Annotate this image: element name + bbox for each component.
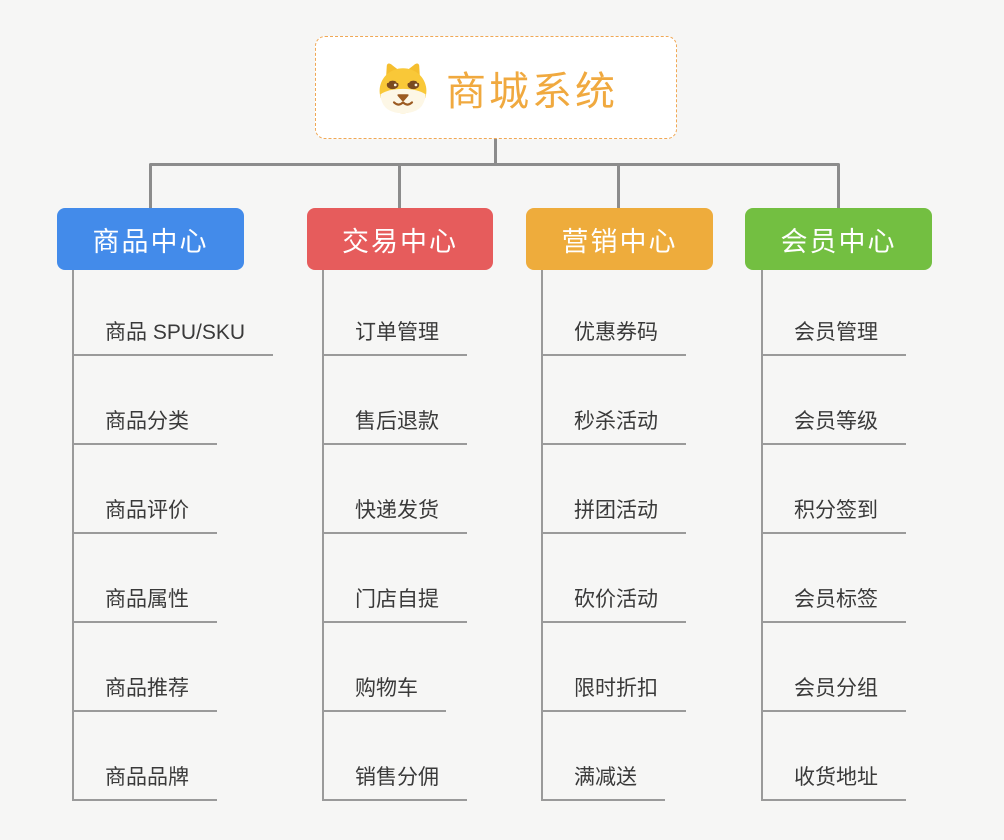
branch-label: 商品中心	[92, 226, 209, 257]
sub-topic[interactable]: 会员等级	[761, 403, 906, 445]
branch-label: 交易中心	[342, 226, 458, 257]
branch-children-marketing: 优惠券码 秒杀活动 拼团活动 砍价活动 限时折扣 满减送	[541, 270, 803, 805]
sub-topic[interactable]: 销售分佣	[322, 759, 467, 801]
branch-box-trade-center[interactable]: 交易中心	[307, 208, 493, 270]
sub-topic[interactable]: 会员管理	[761, 314, 906, 356]
connector-root-stub	[494, 139, 497, 166]
sub-topic[interactable]: 砍价活动	[541, 581, 686, 623]
connector-drop-trade	[398, 164, 401, 209]
connector-drop-product	[149, 164, 152, 209]
sub-topic[interactable]: 会员分组	[761, 670, 906, 712]
branch-spine-line	[72, 270, 74, 801]
sub-topic[interactable]: 商品推荐	[72, 670, 217, 712]
connector-drop-member	[837, 164, 840, 209]
sub-topic[interactable]: 快递发货	[322, 492, 467, 534]
branch-children-product: 商品 SPU/SKU 商品分类 商品评价 商品属性 商品推荐 商品品牌	[72, 270, 334, 805]
branch-spine-line	[761, 270, 763, 801]
sub-topic[interactable]: 商品 SPU/SKU	[72, 314, 274, 356]
connector-horizontal-rail	[149, 163, 840, 166]
sub-topic[interactable]: 积分签到	[761, 492, 906, 534]
branch-box-marketing-center[interactable]: 营销中心	[526, 208, 713, 270]
branch-children-trade: 订单管理 售后退款 快递发货 门店自提 购物车 销售分佣	[322, 270, 584, 805]
root-topic-title: 商城系统	[446, 69, 618, 114]
connector-drop-marketing	[617, 164, 620, 209]
sub-topic[interactable]: 门店自提	[322, 581, 467, 623]
branch-box-product-center[interactable]: 商品中心	[57, 208, 244, 270]
sub-topic[interactable]: 拼团活动	[541, 492, 686, 534]
sub-topic[interactable]: 购物车	[322, 670, 446, 712]
sub-topic[interactable]: 收货地址	[761, 759, 906, 801]
branch-spine-line	[541, 270, 543, 801]
sub-topic[interactable]: 商品属性	[72, 581, 217, 623]
branch-spine-line	[322, 270, 324, 801]
sub-topic[interactable]: 会员标签	[761, 581, 906, 623]
branch-label: 营销中心	[561, 226, 678, 257]
sub-topic[interactable]: 优惠券码	[541, 314, 686, 356]
root-topic[interactable]: 商城系统	[315, 36, 677, 139]
dog-face-icon	[374, 61, 432, 115]
sub-topic[interactable]: 秒杀活动	[541, 403, 686, 445]
sub-topic[interactable]: 售后退款	[322, 403, 467, 445]
sub-topic[interactable]: 商品评价	[72, 492, 217, 534]
sub-topic[interactable]: 商品品牌	[72, 759, 217, 801]
branch-label: 会员中心	[780, 226, 897, 257]
branch-children-member: 会员管理 会员等级 积分签到 会员标签 会员分组 收货地址	[761, 270, 1004, 805]
branch-box-member-center[interactable]: 会员中心	[745, 208, 932, 270]
sub-topic[interactable]: 订单管理	[322, 314, 467, 356]
sub-topic[interactable]: 限时折扣	[541, 670, 686, 712]
sub-topic[interactable]: 满减送	[541, 759, 665, 801]
sub-topic[interactable]: 商品分类	[72, 403, 217, 445]
